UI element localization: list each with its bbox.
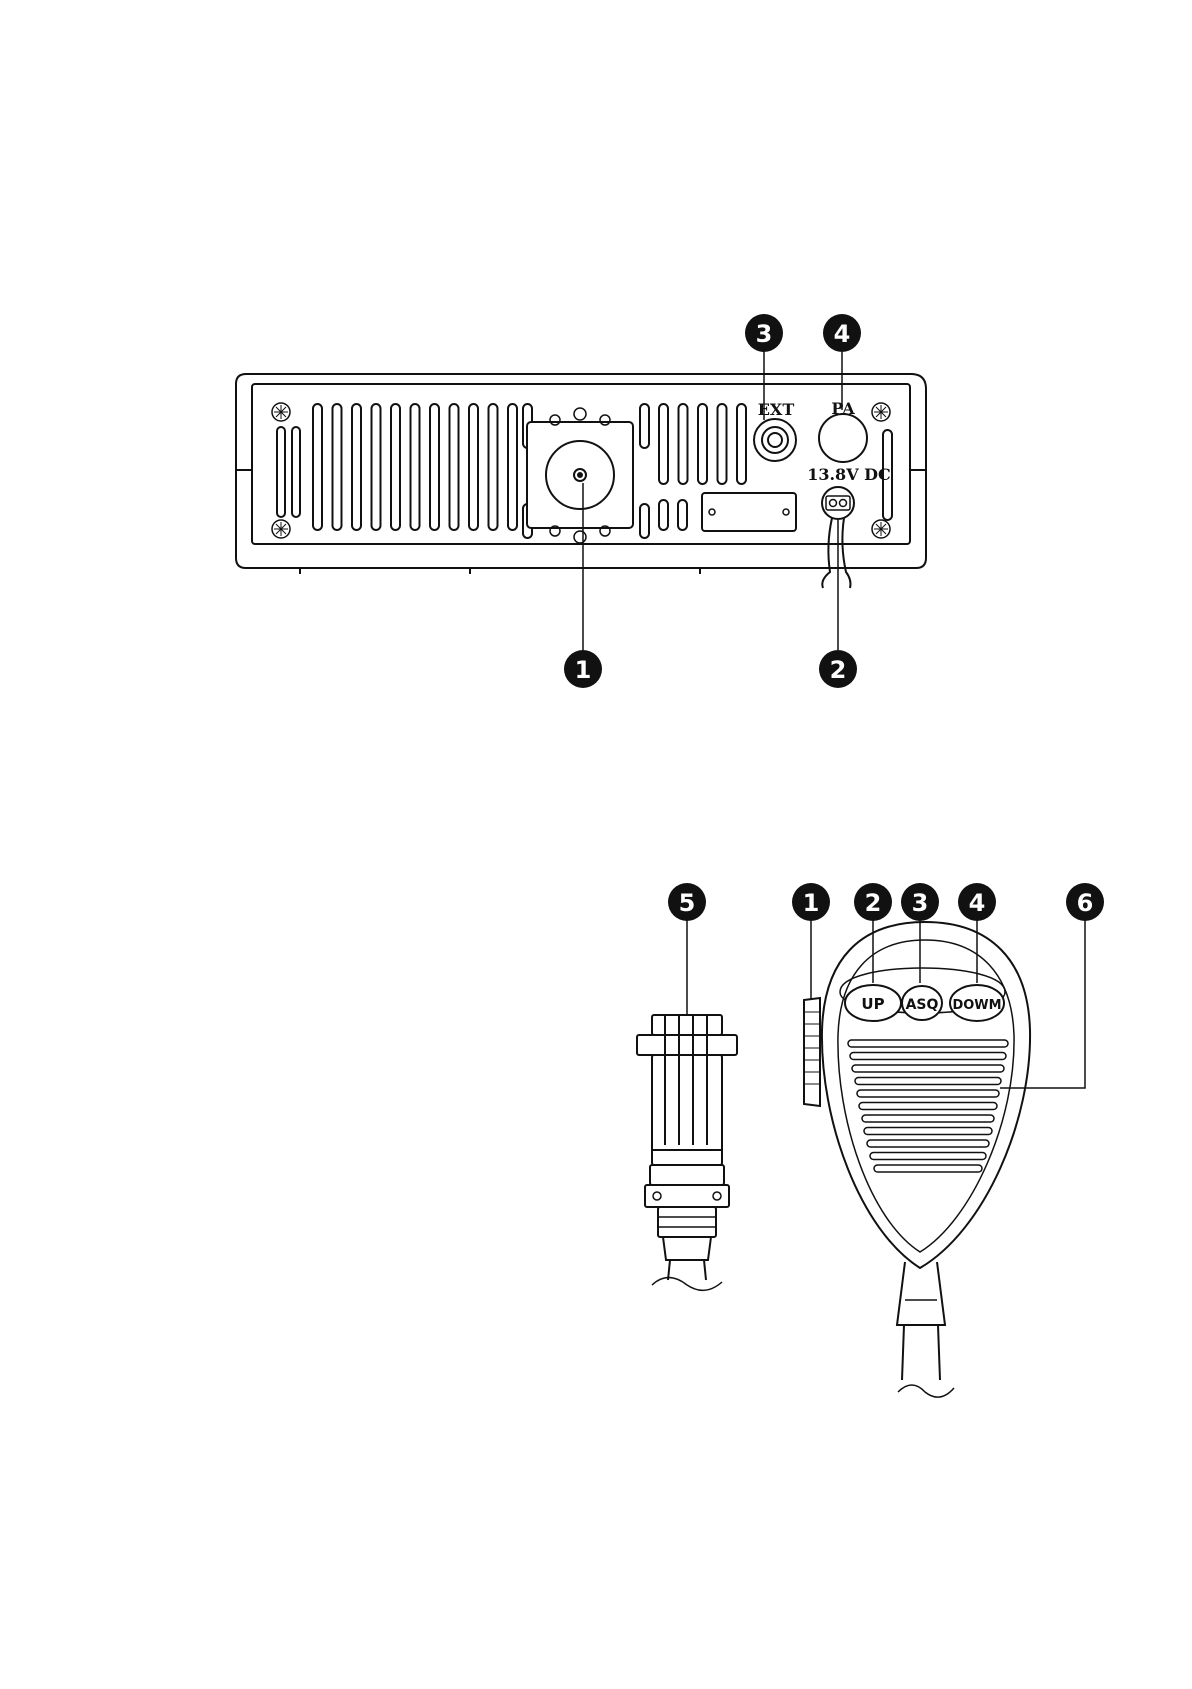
grille-slot [874, 1165, 982, 1172]
mic-plug-diagram [637, 910, 737, 1290]
heatsink-fin [430, 404, 439, 530]
callout-1-mic: 1 [792, 883, 830, 921]
rear-panel-diagram [236, 352, 926, 650]
pa-label: PA [831, 399, 855, 418]
callout-1-rear: 1 [564, 650, 602, 688]
callout-6-mic: 6 [1066, 883, 1104, 921]
grille-slot [859, 1103, 997, 1110]
ext-label: EXT [758, 400, 795, 419]
heatsink-fin [659, 500, 668, 530]
heatsink-fin [333, 404, 342, 530]
heatsink-fin [508, 404, 517, 530]
heatsink-fin [640, 504, 649, 538]
heatsink-fin [277, 427, 285, 517]
svg-text:2: 2 [865, 889, 882, 917]
pa-jack [819, 414, 867, 462]
heatsink-fin [678, 500, 687, 530]
heatsink-fin [640, 404, 649, 448]
heatsink-fin [292, 427, 300, 517]
heatsink-fin [352, 404, 361, 530]
grille-slot [870, 1153, 986, 1160]
heatsink-fin [698, 404, 707, 484]
grille-slot [855, 1078, 1001, 1085]
svg-text:6: 6 [1077, 889, 1094, 917]
ext-speaker-jack [754, 419, 796, 461]
svg-text:2: 2 [830, 656, 847, 684]
grille-slot [857, 1090, 999, 1097]
callout-3-rear: 3 [745, 314, 783, 352]
grille-slot [862, 1115, 994, 1122]
heatsink-fin [737, 404, 746, 484]
heatsink-fin [469, 404, 478, 530]
down-button: DOWM [950, 985, 1004, 1021]
accessory-plate [702, 493, 796, 531]
heatsink-fin [659, 404, 668, 484]
svg-text:1: 1 [803, 889, 820, 917]
callout-2-rear: 2 [819, 650, 857, 688]
svg-text:3: 3 [912, 889, 929, 917]
heatsink-fin [372, 404, 381, 530]
callout-2-mic: 2 [854, 883, 892, 921]
svg-text:UP: UP [861, 995, 884, 1013]
dc-label: 13.8V DC [807, 465, 891, 484]
callout-4-mic: 4 [958, 883, 996, 921]
ptt-button [804, 998, 820, 1106]
callout-3-mic: 3 [901, 883, 939, 921]
heatsink-fin [391, 404, 400, 530]
callout-5-mic: 5 [668, 883, 706, 921]
grille-slot [852, 1065, 1004, 1072]
callout-4-rear: 4 [823, 314, 861, 352]
heatsink-fin [450, 404, 459, 530]
heatsink-fin [679, 404, 688, 484]
svg-text:1: 1 [575, 656, 592, 684]
svg-text:4: 4 [969, 889, 986, 917]
heatsink-fin [313, 404, 322, 530]
grille-slot [850, 1053, 1006, 1060]
heatsink-fin [489, 404, 498, 530]
microphone-diagram [804, 910, 1085, 1397]
heatsink-fin [718, 404, 727, 484]
up-button: UP [845, 985, 901, 1021]
svg-text:DOWM: DOWM [952, 998, 1001, 1013]
heatsink-fin [411, 404, 420, 530]
antenna-connector [527, 408, 633, 543]
grille-slot [867, 1140, 989, 1147]
speaker-grille [848, 1040, 1008, 1172]
svg-text:3: 3 [756, 320, 773, 348]
grille-slot [848, 1040, 1008, 1047]
grille-slot [864, 1128, 992, 1135]
svg-text:ASQ: ASQ [906, 997, 939, 1013]
asq-button: ASQ [902, 986, 942, 1020]
svg-text:5: 5 [679, 889, 696, 917]
svg-text:4: 4 [834, 320, 851, 348]
